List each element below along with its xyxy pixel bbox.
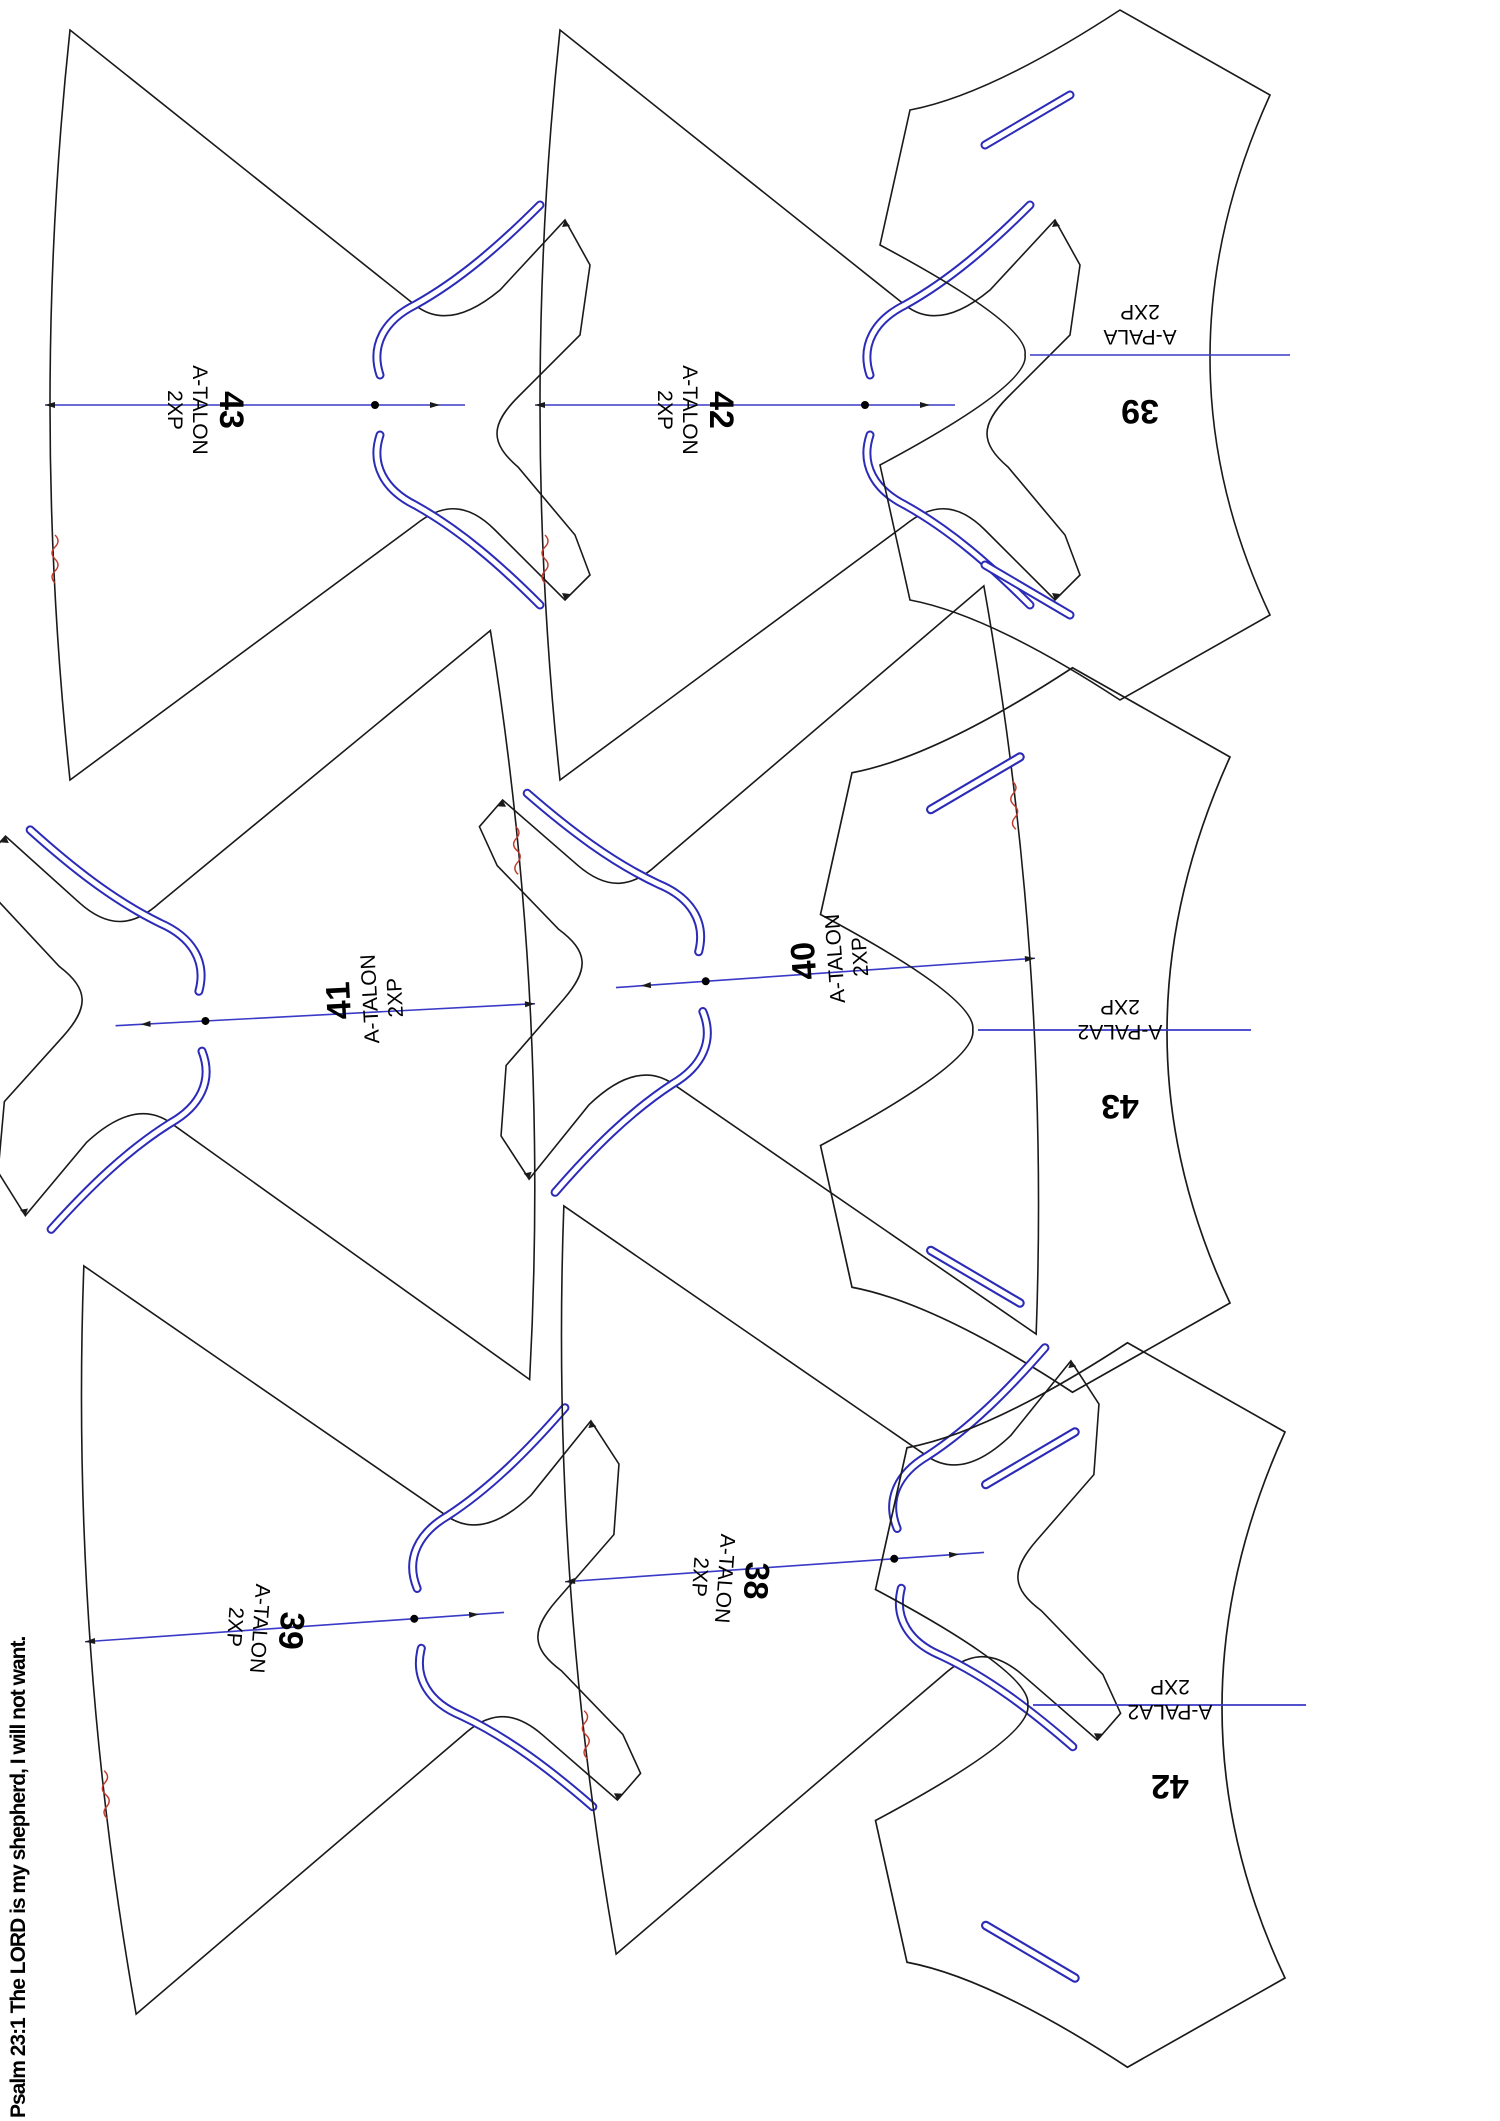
piece-qty: 2XP [1100, 995, 1140, 1018]
piece-qty: 2XP [687, 1556, 713, 1597]
piece-qty: 2XP [848, 936, 874, 977]
label-pala2-43: 43 A-PALA2 2XP [1078, 995, 1163, 1125]
label-talon-41: 41 A-TALON 2XP [319, 954, 408, 1045]
piece-name: A-TALON [678, 365, 701, 454]
pattern-piece-pala-39 [880, 10, 1290, 700]
pattern-piece-pala2-43 [821, 668, 1252, 1393]
piece-name: A-PALA [1103, 325, 1176, 348]
piece-number: 42 [702, 391, 740, 429]
piece-number: 39 [1121, 392, 1159, 430]
pattern-piece-talon-40 [465, 584, 1061, 1370]
piece-name: A-TALON [710, 1533, 739, 1624]
piece-number: 40 [784, 941, 825, 981]
piece-name: A-PALA2 [1128, 1700, 1213, 1723]
label-talon-43: 43 A-TALON 2XP [163, 365, 250, 454]
piece-name: A-PALA2 [1078, 1020, 1163, 1043]
piece-qty: 2XP [163, 390, 186, 430]
piece-qty: 2XP [1120, 300, 1160, 323]
piece-qty: 2XP [222, 1606, 248, 1647]
pattern-piece-talon-38 [539, 1170, 1135, 1956]
label-talon-39: 39 A-TALON 2XP [222, 1583, 312, 1674]
label-talon-42: 42 A-TALON 2XP [653, 365, 740, 454]
piece-number: 42 [1151, 1767, 1189, 1805]
label-talon-38: 38 A-TALON 2XP [687, 1533, 777, 1624]
label-pala-39: 39 A-PALA 2XP [1103, 300, 1176, 430]
piece-qty: 2XP [383, 977, 408, 1018]
piece-number: 43 [1101, 1087, 1139, 1125]
piece-name: A-TALON [357, 954, 385, 1045]
piece-name: A-TALON [821, 913, 850, 1004]
piece-number: 39 [271, 1611, 312, 1651]
label-pala2-42: 42 A-PALA2 2XP [1128, 1675, 1213, 1805]
pattern-piece-talon-39 [59, 1230, 655, 2016]
piece-number: 43 [212, 391, 250, 429]
piece-name: A-TALON [188, 365, 211, 454]
piece-qty: 2XP [653, 390, 676, 430]
piece-qty: 2XP [1150, 1675, 1190, 1698]
piece-number: 38 [736, 1561, 777, 1601]
pattern-piece-talon-42 [535, 30, 1080, 780]
piece-number: 41 [319, 981, 359, 1021]
piece-name: A-TALON [245, 1583, 274, 1674]
pattern-piece-talon-43 [45, 30, 590, 780]
footer-verse: Psalm 23:1 The LORD is my shepherd, I wi… [7, 1636, 30, 2118]
label-talon-40: 40 A-TALON 2XP [784, 913, 874, 1004]
